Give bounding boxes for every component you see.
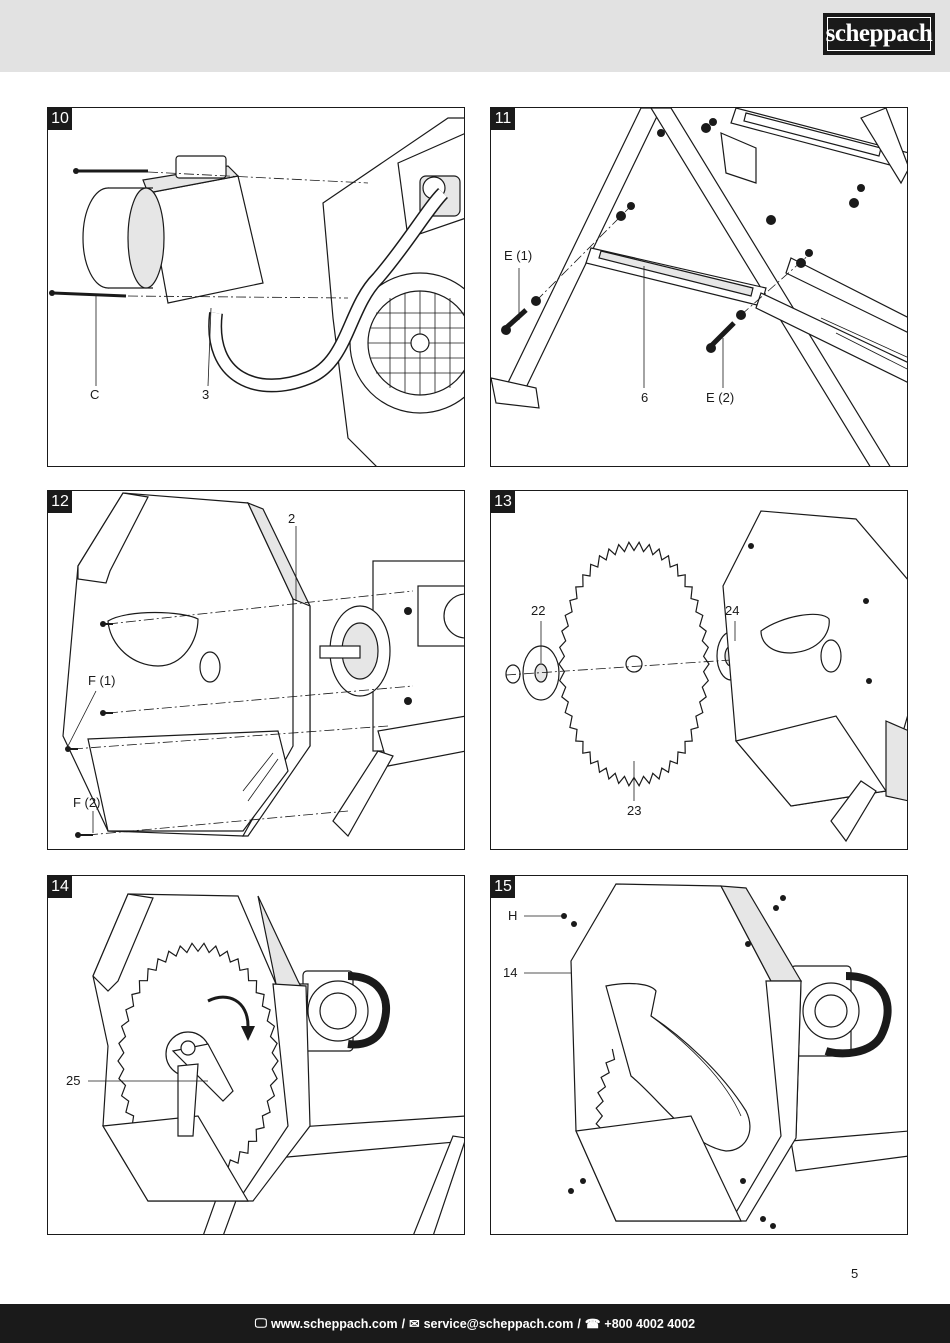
figure-number: 10 xyxy=(48,108,72,130)
figure-11-panel: 11 E (1) 6 xyxy=(490,107,908,467)
figure-number: 13 xyxy=(491,491,515,513)
callout-22: 22 xyxy=(531,603,546,618)
callout-h: H xyxy=(508,908,518,923)
callout-c: C xyxy=(90,387,100,402)
envelope-icon: ✉ xyxy=(409,1317,420,1331)
figure-13-illustration xyxy=(505,510,907,843)
callout-24: 24 xyxy=(725,603,740,618)
figure-number: 15 xyxy=(491,876,515,898)
callout-2: 2 xyxy=(288,511,296,526)
callout-f2: F (2) xyxy=(73,795,101,810)
callout-e2: E (2) xyxy=(706,390,735,405)
footer-separator: / xyxy=(577,1316,581,1331)
figure-13-panel: 13 22 24 23 xyxy=(490,490,908,850)
callout-f1: F (1) xyxy=(88,673,116,688)
figure-15-panel: 15 H 14 xyxy=(490,875,908,1235)
callout-6: 6 xyxy=(641,390,649,405)
callout-3: 3 xyxy=(202,387,210,402)
figure-10-illustration xyxy=(49,117,464,466)
callout-e1: E (1) xyxy=(504,248,533,263)
footer-bar: 🖵 www.scheppach.com / ✉ service@scheppac… xyxy=(0,1304,950,1343)
website-link[interactable]: www.scheppach.com xyxy=(270,1316,398,1331)
brand-logo-text: scheppach xyxy=(825,20,933,47)
figure-15-illustration xyxy=(524,883,907,1229)
phone-link[interactable]: +800 4002 4002 xyxy=(604,1316,696,1331)
figure-11-illustration xyxy=(491,108,907,466)
header-band xyxy=(0,0,950,72)
figure-14-panel: 14 25 xyxy=(47,875,465,1235)
page-number: 5 xyxy=(851,1266,859,1281)
figure-14-illustration xyxy=(88,893,464,1234)
figure-number: 11 xyxy=(491,108,515,130)
figure-12-illustration xyxy=(62,492,464,838)
figure-number: 12 xyxy=(48,491,72,513)
figure-10-panel: 10 xyxy=(47,107,465,467)
footer-separator: / xyxy=(401,1316,406,1331)
brand-logo: scheppach xyxy=(823,13,935,55)
email-link[interactable]: service@scheppach.com xyxy=(423,1316,574,1331)
callout-25: 25 xyxy=(66,1073,81,1088)
telephone-icon: ☎ xyxy=(584,1317,601,1331)
figure-number: 14 xyxy=(48,876,72,898)
computer-icon: 🖵 xyxy=(254,1316,267,1330)
figure-12-panel: 12 2 F (1) xyxy=(47,490,465,850)
callout-14: 14 xyxy=(503,965,518,980)
callout-23: 23 xyxy=(627,803,642,818)
